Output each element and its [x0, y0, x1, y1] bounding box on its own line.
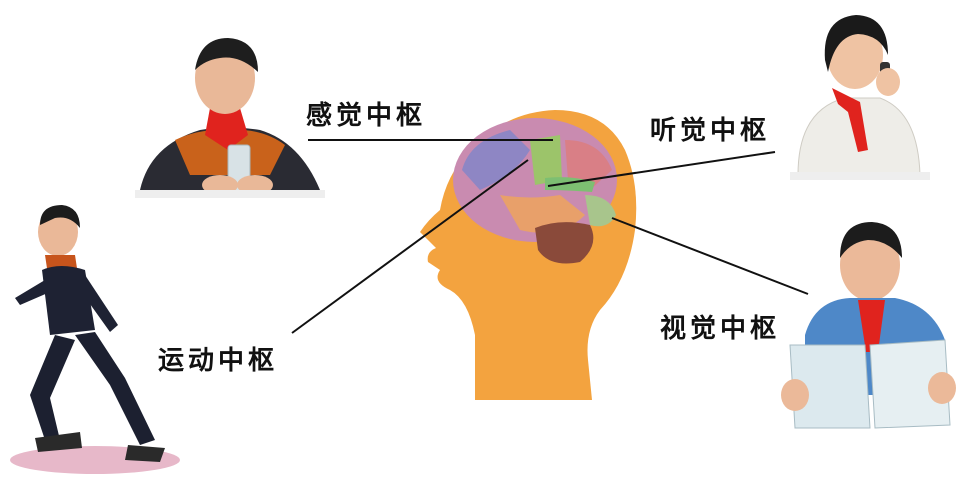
visual-region: [585, 195, 616, 227]
motor-pointer-line: [291, 159, 529, 334]
visual-center-label: 视觉中枢: [660, 314, 781, 344]
brain: [453, 118, 617, 264]
boy-reading-illustration: [781, 222, 956, 429]
auditory-pointer-line: [547, 151, 776, 187]
sensory-center-label: 感觉中枢: [306, 101, 427, 131]
visual-pointer-line: [611, 217, 809, 295]
motor-center-label: 运动中枢: [158, 346, 279, 376]
sensory-region: [530, 135, 562, 185]
girl-phone-illustration: [790, 15, 930, 180]
running-boy-illustration: [10, 205, 180, 474]
boy-drinking-illustration: [135, 38, 325, 198]
auditory-center-label: 听觉中枢: [650, 116, 771, 146]
cerebellum: [535, 222, 594, 264]
